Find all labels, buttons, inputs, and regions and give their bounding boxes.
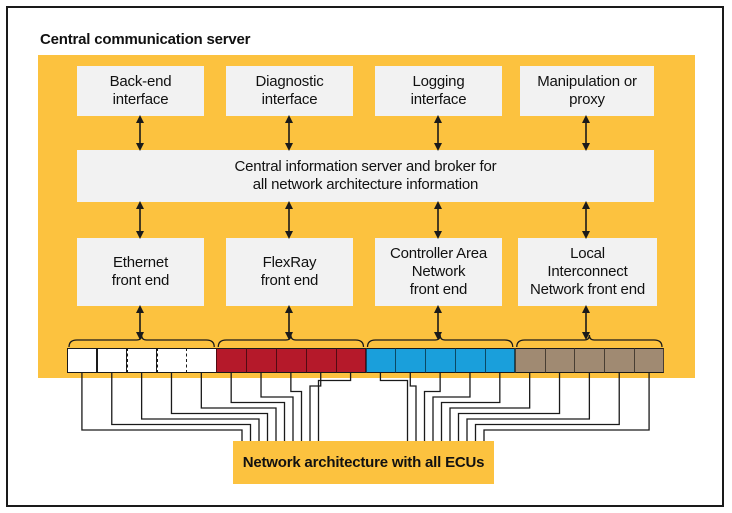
ecu-wire-3 — [140, 373, 260, 441]
ecu-port-flexray-5 — [335, 348, 366, 373]
ecu-wire-19 — [474, 373, 620, 441]
lin-line2: Interconnect — [547, 263, 628, 280]
ecu-port-ethernet-3 — [126, 348, 158, 373]
diagnostic-interface-line1: Diagnostic — [255, 73, 324, 90]
ethernet-line2: front end — [111, 272, 170, 289]
lin-line1: Local — [570, 245, 605, 262]
ecu-wire-15 — [440, 373, 501, 441]
ecu-wire-16 — [449, 373, 531, 441]
ecu-port-flexray-3 — [275, 348, 307, 373]
ecu-wire-7 — [260, 373, 294, 441]
brace-4 — [516, 334, 663, 348]
backend-interface-line2: interface — [112, 91, 169, 108]
manipulation-proxy-line1: Manipulation or — [537, 73, 637, 90]
ecu-port-controller-area-network-4 — [455, 348, 486, 373]
ecu-port-local-interconnect-network-5 — [634, 348, 665, 373]
diagram-title: Central communication server — [40, 31, 251, 48]
network-architecture-label: Network architecture with all ECUs — [242, 454, 485, 471]
ecu-wire-20 — [483, 373, 650, 441]
logging-interface-line2: interface — [410, 91, 467, 108]
ecu-wire-1 — [81, 373, 243, 441]
broker-line2: all network architecture information — [252, 176, 479, 193]
ecu-wire-17 — [457, 373, 561, 441]
logging-interface-line1: Logging — [412, 73, 465, 90]
ethernet-line1: Ethernet — [112, 254, 169, 271]
ecu-wire-5 — [200, 373, 277, 441]
ecu-port-flexray-2 — [246, 348, 277, 373]
ecu-wire-18 — [466, 373, 591, 441]
backend-interface-line1: Back-end — [109, 73, 172, 90]
ecu-wire-14 — [432, 373, 471, 441]
diagnostic-interface-line2: interface — [261, 91, 318, 108]
ecu-port-controller-area-network-2 — [395, 348, 426, 373]
can-line3: front end — [409, 281, 468, 298]
ecu-port-controller-area-network-5 — [484, 348, 516, 373]
ecu-port-ethernet-1 — [67, 348, 98, 373]
brace-3 — [366, 334, 514, 348]
brace-1 — [68, 334, 215, 348]
ecu-port-local-interconnect-network-4 — [604, 348, 635, 373]
ecu-wire-11 — [379, 373, 409, 441]
ecu-wire-9 — [309, 373, 322, 441]
ecu-port-local-interconnect-network-1 — [514, 348, 546, 373]
ecu-port-ethernet-2 — [96, 348, 128, 373]
ecu-port-ethernet-4 — [156, 348, 187, 373]
lin-line3: Network front end — [530, 281, 645, 298]
ecu-port-flexray-4 — [305, 348, 337, 373]
can-line2: Network — [411, 263, 466, 280]
flexray-line1: FlexRay — [262, 254, 317, 271]
ecu-wire-10 — [317, 373, 352, 441]
can-line1: Controller Area — [389, 245, 488, 262]
network-architecture-box: Network architecture with all ECUs — [233, 441, 494, 484]
ecu-wire-13 — [423, 373, 441, 441]
ecu-port-controller-area-network-3 — [425, 348, 456, 373]
port-strip — [67, 348, 665, 373]
ecu-port-local-interconnect-network-3 — [574, 348, 605, 373]
ecu-wire-8 — [290, 373, 303, 441]
ecu-port-ethernet-5 — [186, 348, 217, 373]
manipulation-proxy-line2: proxy — [569, 91, 605, 108]
broker-line1: Central information server and broker fo… — [234, 158, 497, 175]
ecu-wire-2 — [111, 373, 252, 441]
ecu-port-flexray-1 — [216, 348, 247, 373]
ecu-port-controller-area-network-1 — [365, 348, 396, 373]
ecu-wire-6 — [230, 373, 286, 441]
brace-2 — [217, 334, 365, 348]
ecu-wire-12 — [409, 373, 417, 441]
ecu-port-local-interconnect-network-2 — [544, 348, 575, 373]
flexray-line2: front end — [260, 272, 319, 289]
central-broker-box: Central information server and broker fo… — [77, 150, 654, 202]
ecu-wire-4 — [170, 373, 269, 441]
